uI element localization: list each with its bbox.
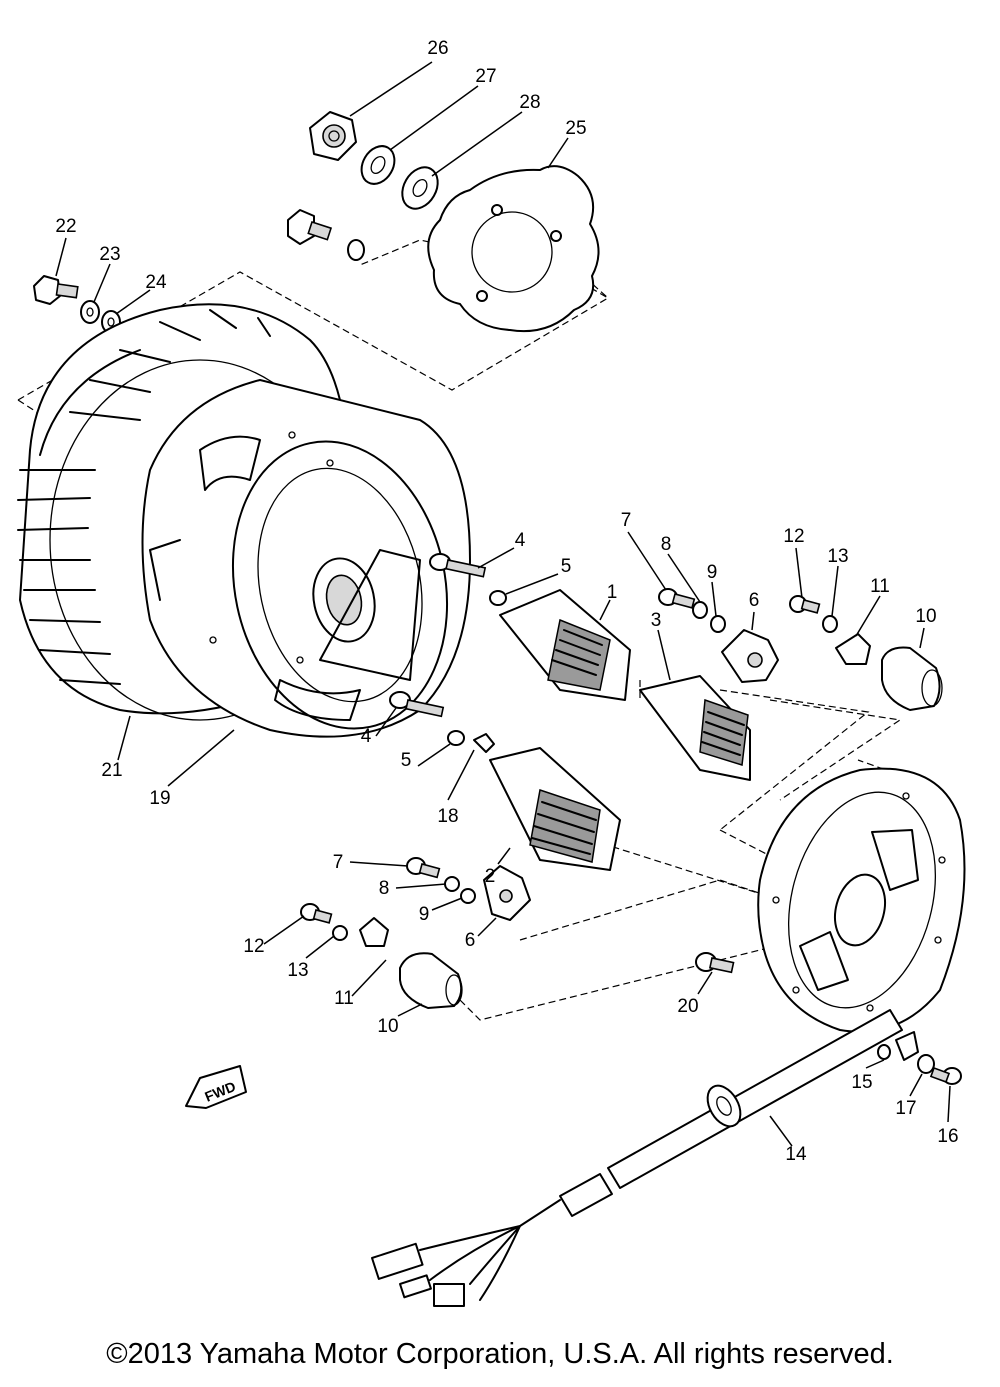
part-label-17: 17 xyxy=(895,1098,916,1119)
coil-3 xyxy=(639,675,751,781)
washer-17 xyxy=(917,1054,935,1074)
copyright-notice: ©2013 Yamaha Motor Corporation, U.S.A. A… xyxy=(106,1338,894,1370)
washer-13-lower xyxy=(332,925,348,941)
coil-2 xyxy=(489,747,621,871)
part-label-21: 21 xyxy=(101,760,122,781)
part-label-9-lower: 9 xyxy=(419,904,430,925)
nut-26 xyxy=(309,111,357,161)
part-label-27: 27 xyxy=(475,66,496,87)
cam-plate-25 xyxy=(427,165,600,333)
part-label-7-lower: 7 xyxy=(333,852,344,873)
part-label-26: 26 xyxy=(427,38,448,59)
part-label-11-lower: 11 xyxy=(334,988,354,1009)
part-label-10-lower: 10 xyxy=(377,1016,398,1037)
part-label-5-lower: 5 xyxy=(401,750,412,771)
part-label-22: 22 xyxy=(55,216,76,237)
washer-9-lower xyxy=(460,888,476,904)
contact-breaker-6-upper xyxy=(721,629,779,683)
contact-breaker-6-lower xyxy=(483,865,531,921)
washer-8-lower xyxy=(444,876,460,892)
condenser-10-lower xyxy=(399,952,463,1009)
part-label-19: 19 xyxy=(149,788,170,809)
part-label-14: 14 xyxy=(785,1144,807,1165)
part-label-2: 2 xyxy=(485,866,496,887)
lead-wire-14 xyxy=(371,1009,919,1307)
screw-7-upper xyxy=(658,588,696,609)
part-label-8-lower: 8 xyxy=(379,878,390,899)
part-label-9-upper: 9 xyxy=(707,562,718,583)
part-label-13-upper: 13 xyxy=(827,546,848,567)
part-label-24: 24 xyxy=(145,272,167,293)
part-label-23: 23 xyxy=(99,244,120,265)
washer-27 xyxy=(360,145,396,185)
washer-9-upper xyxy=(710,615,726,633)
part-label-15: 15 xyxy=(851,1072,872,1093)
part-label-5-upper: 5 xyxy=(561,556,572,577)
part-label-10-upper: 10 xyxy=(915,606,936,627)
clip-18 xyxy=(473,733,495,753)
part-label-12-lower: 12 xyxy=(243,936,264,957)
washer-13-upper xyxy=(822,615,838,633)
washer-5-upper xyxy=(489,590,507,606)
washer-8-upper xyxy=(692,601,708,619)
part-label-13-lower: 13 xyxy=(287,960,308,981)
fwd-direction-icon: FWD xyxy=(185,1065,247,1109)
part-label-4-lower: 4 xyxy=(361,726,372,747)
exploded-parts-diagram: FWD xyxy=(17,38,966,1307)
part-label-4-upper: 4 xyxy=(515,530,526,551)
screw-16 xyxy=(929,1066,962,1085)
flywheel-rotor-19 xyxy=(141,379,471,738)
part-label-11-upper: 11 xyxy=(870,576,890,597)
part-label-18: 18 xyxy=(437,806,458,827)
condenser-10-upper xyxy=(881,646,943,711)
washer-23 xyxy=(80,300,100,324)
washer-15 xyxy=(877,1044,891,1060)
washer-5-lower xyxy=(447,730,465,746)
screw-20 xyxy=(695,952,735,974)
coil-1 xyxy=(499,589,631,701)
part-label-1: 1 xyxy=(607,582,618,603)
stator-base-plate xyxy=(757,767,966,1033)
screw-12-lower xyxy=(300,903,333,924)
part-label-20: 20 xyxy=(677,996,698,1017)
bolt-22 xyxy=(33,275,79,305)
screw-4-lower xyxy=(389,691,445,718)
screw-4-upper xyxy=(429,553,487,578)
part-label-25: 25 xyxy=(565,118,586,139)
small-bolt-and-washer xyxy=(287,209,365,261)
screw-12-upper xyxy=(789,595,821,614)
clamp-11-upper xyxy=(835,633,871,665)
part-label-28: 28 xyxy=(519,92,540,113)
part-label-8-upper: 8 xyxy=(661,534,672,555)
clamp-11-lower xyxy=(359,917,389,947)
part-label-6-upper: 6 xyxy=(749,590,760,611)
part-label-3: 3 xyxy=(651,610,662,631)
screw-7-lower xyxy=(406,857,441,879)
part-label-6-lower: 6 xyxy=(465,930,476,951)
part-label-16: 16 xyxy=(937,1126,958,1147)
washer-28 xyxy=(401,166,439,210)
part-label-7-upper: 7 xyxy=(621,510,632,531)
part-number-labels: 26 27 28 25 22 23 24 4 5 1 7 8 9 6 3 12 … xyxy=(55,38,958,1165)
leader-lines xyxy=(55,61,951,1147)
part-label-12-upper: 12 xyxy=(783,526,804,547)
